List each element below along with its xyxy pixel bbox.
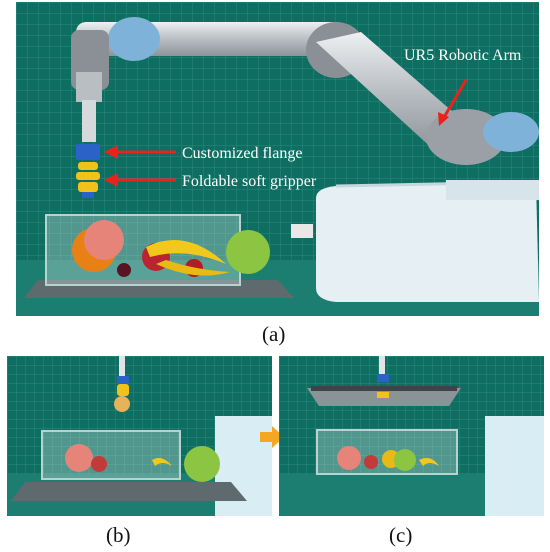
panel-label-b: (b): [106, 523, 131, 547]
panel-label-a: (a): [262, 322, 286, 346]
arrow-gripper: [104, 173, 176, 187]
photo-panel-a: UR5 Robotic Arm Customized flange Foldab…: [16, 2, 539, 316]
robot-arm: [119, 356, 125, 376]
panel-label-c: (c): [389, 523, 413, 547]
robot-scene-a: UR5 Robotic Arm Customized flange Foldab…: [16, 2, 539, 316]
grasped-fruit: [114, 396, 130, 412]
arrow-arm: [438, 79, 468, 126]
robot-scene-b: [7, 356, 272, 516]
flange: [377, 374, 389, 382]
photo-panel-c: [279, 356, 544, 516]
fruits: [72, 220, 270, 277]
lifted-tray: [307, 386, 461, 406]
photo-panel-b: [7, 356, 272, 516]
arrow-flange: [104, 145, 176, 159]
fruits: [65, 444, 220, 482]
fruits: [337, 446, 439, 471]
robot-arm: [71, 17, 539, 165]
robot-base: [316, 180, 539, 302]
soft-gripper: [76, 162, 100, 198]
soft-gripper: [117, 384, 129, 396]
flange: [76, 144, 100, 160]
robot-base: [485, 416, 544, 516]
robot-arm: [379, 356, 385, 376]
sign: [291, 224, 313, 238]
annotation-flange: Customized flange: [182, 145, 302, 162]
tray: [11, 482, 247, 501]
flange: [117, 376, 129, 384]
transition-arrow-icon: [260, 426, 284, 448]
annotation-arm: UR5 Robotic Arm: [404, 47, 522, 64]
annotation-gripper: Foldable soft gripper: [182, 173, 317, 190]
plastic-container: [41, 430, 181, 480]
robot-scene-c: [279, 356, 544, 516]
